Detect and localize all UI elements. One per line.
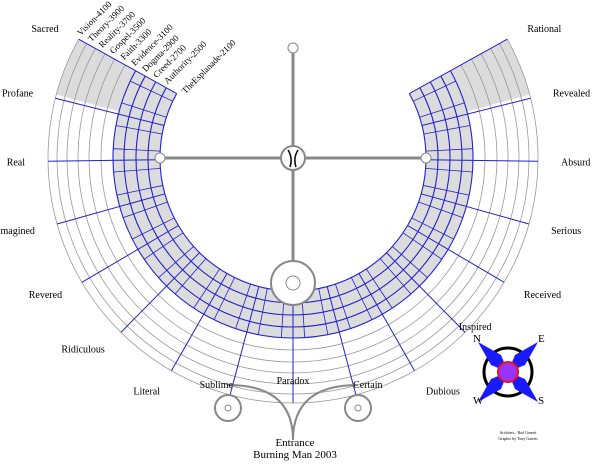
radial-street-label: Paradox [277,376,310,387]
walk-in-camp-left [214,394,242,422]
block-divider [402,232,443,260]
radial-street-label: Certain [353,380,382,391]
compass-center [497,361,519,383]
block-divider [113,167,161,173]
block-divider [351,277,373,320]
block-divider [116,185,163,196]
block-divider [213,277,235,320]
block-divider [423,125,471,135]
radial-street [55,97,165,127]
map-title: Burning Man 2003 [253,449,337,461]
block-divider [257,288,268,335]
graphic-credit: Graphic by Tony Garrett [498,436,538,441]
plaza-right [420,152,432,164]
block-divider [425,167,473,173]
block-divider [143,232,184,260]
block-divider [379,258,412,295]
block-divider [235,283,251,329]
radial-street [407,225,505,283]
radial-street-label: Received [524,290,561,301]
radial-street-label: Sacred [31,24,58,35]
compass-label-e: E [538,333,545,345]
ring-street-label: TheEsplanade-2100 [180,37,238,95]
radial-street [425,159,538,162]
radial-street-label: Absurd [561,158,590,169]
radial-street [56,193,166,225]
block-divider [335,283,351,329]
block-divider [425,148,473,152]
radial-street-label: Profane [2,89,34,100]
architect-credit: Architect : Rod Garrett [499,430,537,435]
block-divider [392,246,428,278]
block-divider [418,201,463,218]
radial-street [229,286,260,395]
walk-in-camp-right [344,394,372,422]
radial-street [358,273,416,371]
radial-street-label: Inspired [459,322,492,333]
radial-street-label: Rational [527,24,561,35]
block-divider [158,246,194,278]
radial-street [420,193,530,225]
center-camp-inner [285,275,301,291]
block-divider [411,217,454,240]
radial-street [326,286,357,395]
radial-street-label: Revered [29,290,62,301]
radial-street-label: Ridiculous [61,345,104,356]
entrance-road [227,384,359,441]
radial-street-label: Real [7,158,26,169]
compass-rose-icon: N E W S [473,333,545,407]
radial-street [78,38,177,94]
radial-street-label: Serious [551,226,581,237]
block-divider [413,80,456,102]
the-man-icon [287,149,299,168]
radial-street-label: Revealed [553,89,590,100]
radial-street [409,38,508,94]
radial-street [48,159,161,162]
block-divider [423,185,470,196]
block-divider [123,201,168,218]
compass-label-n: N [473,333,481,345]
block-divider [419,102,465,118]
plaza-left [154,152,166,164]
radial-street [421,97,531,127]
radial-street [386,252,466,333]
walk-in-dot [224,404,232,412]
temple-circle [287,42,299,54]
block-divider [115,125,163,135]
radial-street-label: Dubious [426,387,460,398]
block-divider [193,268,220,309]
radial-street-label: Literal [133,387,160,398]
block-divider [174,258,207,295]
radial-street [81,225,179,283]
entrance-label: Entrance [275,437,315,449]
compass-label-w: W [473,395,484,407]
block-divider [121,102,167,118]
block-divider [318,288,329,335]
radial-street [120,252,200,333]
block-divider [132,217,175,240]
radial-street-label: Sublime [200,380,234,391]
radial-street [170,273,228,371]
man-circle [280,145,306,171]
block-divider [366,268,393,309]
block-divider [113,148,161,152]
compass-label-s: S [538,395,544,407]
radial-street-label: Imagined [0,226,35,237]
block-divider [130,80,173,102]
walk-in-dot [354,404,362,412]
